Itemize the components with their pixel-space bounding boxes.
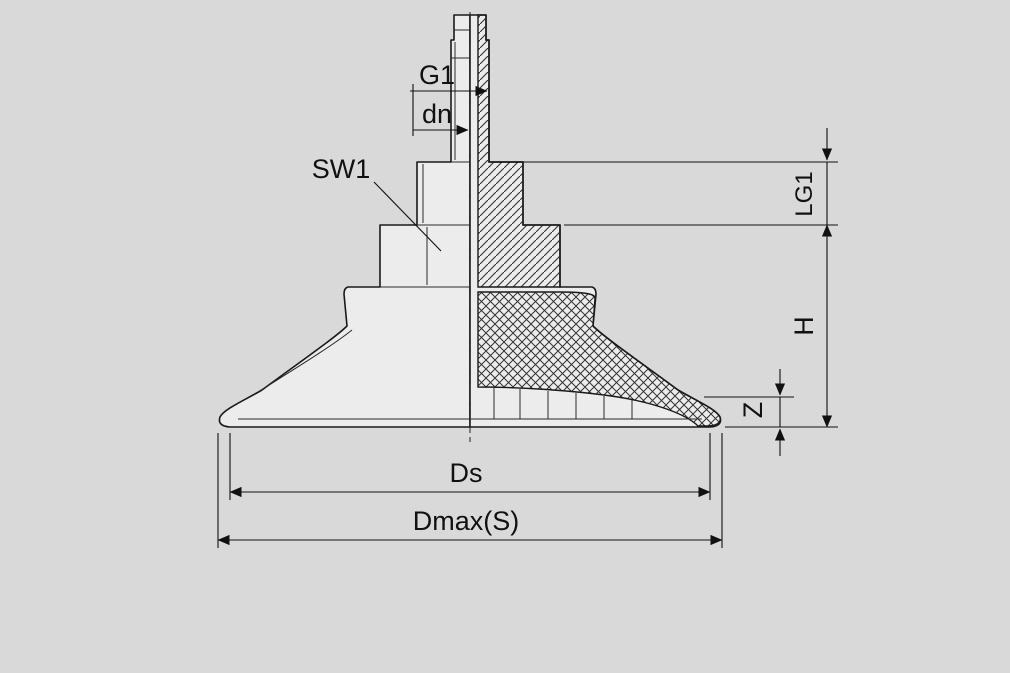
h-label: H: [789, 316, 819, 336]
rubber-section-crosshatch: [477, 291, 721, 427]
z-label: Z: [738, 402, 768, 419]
sw1-label: SW1: [312, 154, 371, 184]
metal-section-hatch: [477, 14, 561, 288]
dimension-dn: dn: [413, 99, 469, 136]
part-outline-left: [218, 14, 471, 428]
dmax-label: Dmax(S): [413, 506, 520, 536]
dimension-ds: Ds: [229, 433, 711, 500]
lg1-label: LG1: [791, 171, 818, 216]
dimension-g1: G1: [410, 60, 490, 158]
g1-label: G1: [419, 60, 455, 90]
dn-label: dn: [422, 99, 452, 129]
dimension-dmax: Dmax(S): [217, 433, 723, 548]
dimension-h: H: [564, 224, 838, 428]
dimension-z: Z: [704, 369, 794, 456]
dimension-lg1: LG1: [493, 128, 838, 225]
dimension-sw1: SW1: [312, 154, 442, 252]
ds-label: Ds: [450, 458, 483, 488]
support-ribs: [493, 388, 633, 419]
sw1-leader-line: [373, 181, 442, 252]
dimensions: G1 dn SW1 LG1: [217, 60, 838, 548]
part-geometry: [218, 12, 722, 444]
